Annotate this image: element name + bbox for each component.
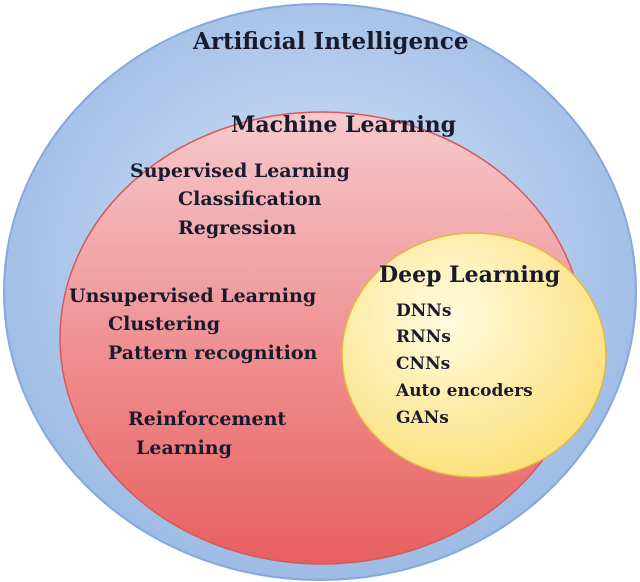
auto-encoders-label: Auto encoders: [396, 381, 533, 401]
dl-title: Deep Learning: [379, 262, 561, 288]
learning-label: Learning: [136, 437, 232, 459]
gans-label: GANs: [396, 408, 449, 428]
dnns-label: DNNs: [396, 301, 452, 321]
regression-label: Regression: [178, 217, 297, 239]
classification-label: Classification: [178, 188, 322, 210]
ai-title: Artificial Intelligence: [193, 28, 469, 55]
pattern-recognition-label: Pattern recognition: [108, 342, 318, 364]
ml-title: Machine Learning: [231, 112, 457, 138]
rnns-label: RNNs: [396, 327, 451, 347]
supervised-learning-label: Supervised Learning: [130, 160, 350, 182]
unsupervised-learning-label: Unsupervised Learning: [69, 285, 317, 307]
reinforcement-label: Reinforcement: [128, 408, 287, 430]
cnns-label: CNNs: [396, 354, 451, 374]
dl-circle: [341, 232, 607, 478]
clustering-label: Clustering: [108, 313, 221, 335]
